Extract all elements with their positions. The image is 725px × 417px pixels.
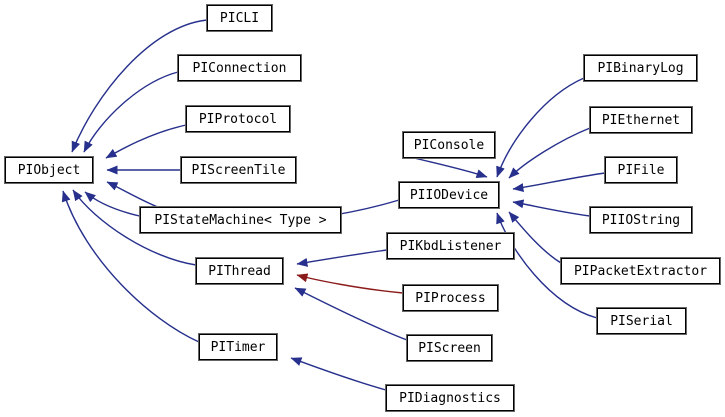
node-label: PIEthernet xyxy=(601,112,681,128)
node-piethernet[interactable]: PIEthernet xyxy=(589,106,693,134)
node-label: PIDiagnostics xyxy=(399,390,501,406)
node-label: PISerial xyxy=(610,313,673,329)
edge-piserial-to-piiodevice xyxy=(496,212,598,319)
node-label: PIScreen xyxy=(418,340,481,356)
edge-pifile-to-piiodevice xyxy=(512,172,606,193)
node-pistatemachine[interactable]: PIStateMachine< Type > xyxy=(139,206,342,234)
node-label: PIObject xyxy=(17,162,81,178)
node-label: PIFile xyxy=(617,162,665,178)
edge-piprotocol-to-piobject xyxy=(105,124,187,159)
edge-picli-to-piobject xyxy=(71,19,208,153)
node-label: PIIODevice xyxy=(409,187,489,203)
edge-pipacketextractor-to-piiodevice xyxy=(508,211,562,264)
node-pitimer[interactable]: PITimer xyxy=(198,333,278,361)
node-picli[interactable]: PICLI xyxy=(206,4,273,32)
node-piserial[interactable]: PISerial xyxy=(596,307,687,335)
node-label: PIIOString xyxy=(601,212,681,228)
node-pipacketextractor[interactable]: PIPacketExtractor xyxy=(560,257,721,285)
edge-piscreen-to-pithread xyxy=(294,287,408,341)
node-label: PITimer xyxy=(210,339,266,355)
edges-to-piiodevice xyxy=(402,77,606,319)
node-piiostring[interactable]: PIIOString xyxy=(589,206,693,234)
node-label: PIConsole xyxy=(413,137,485,153)
edge-pibinarylog-to-piiodevice xyxy=(496,77,585,178)
edges-to-pitimer xyxy=(290,357,387,391)
node-pidiagnostics[interactable]: PIDiagnostics xyxy=(385,384,515,412)
edge-pistatemachine-to-piobject xyxy=(106,181,161,209)
edge-pidiagnostics-to-pitimer xyxy=(290,357,387,391)
node-piprocess[interactable]: PIProcess xyxy=(402,284,499,312)
edge-piprocess-to-pithread xyxy=(296,273,404,294)
edge-piconnection-to-piobject xyxy=(83,71,179,153)
node-piscreen[interactable]: PIScreen xyxy=(406,334,493,362)
node-piconsole[interactable]: PIConsole xyxy=(402,131,496,159)
edges-to-pithread xyxy=(294,249,408,341)
node-label: PIProtocol xyxy=(198,111,278,127)
edge-piethernet-to-piiodevice xyxy=(508,127,591,179)
node-pifile[interactable]: PIFile xyxy=(604,156,678,184)
node-label: PIThread xyxy=(208,263,271,279)
node-label: PIScreenTile xyxy=(191,162,286,178)
edge-pitimer-to-piobject xyxy=(61,190,200,343)
node-pikbdlistener[interactable]: PIKbdListener xyxy=(386,232,515,260)
node-piprotocol[interactable]: PIProtocol xyxy=(185,105,291,133)
edge-pithread-to-piobject xyxy=(72,189,197,266)
node-label: PIStateMachine< Type > xyxy=(154,212,327,228)
node-label: PIKbdListener xyxy=(399,238,502,254)
edge-piconsole-to-piiodevice xyxy=(402,154,488,178)
node-piiodevice[interactable]: PIIODevice xyxy=(398,181,500,209)
node-label: PIPacketExtractor xyxy=(573,263,708,279)
node-pithread[interactable]: PIThread xyxy=(195,257,284,285)
node-piscreentile[interactable]: PIScreenTile xyxy=(180,156,297,184)
node-piconnection[interactable]: PIConnection xyxy=(177,54,302,82)
node-label: PIProcess xyxy=(415,290,486,306)
edge-pikbdlistener-to-pithread xyxy=(296,249,388,267)
node-piobject[interactable]: PIObject xyxy=(4,156,94,184)
edge-piiostring-to-piiodevice xyxy=(512,199,591,217)
node-label: PICLI xyxy=(219,10,260,26)
node-label: PIBinaryLog xyxy=(597,60,684,76)
node-label: PIConnection xyxy=(192,60,287,76)
node-pibinarylog[interactable]: PIBinaryLog xyxy=(583,54,698,82)
